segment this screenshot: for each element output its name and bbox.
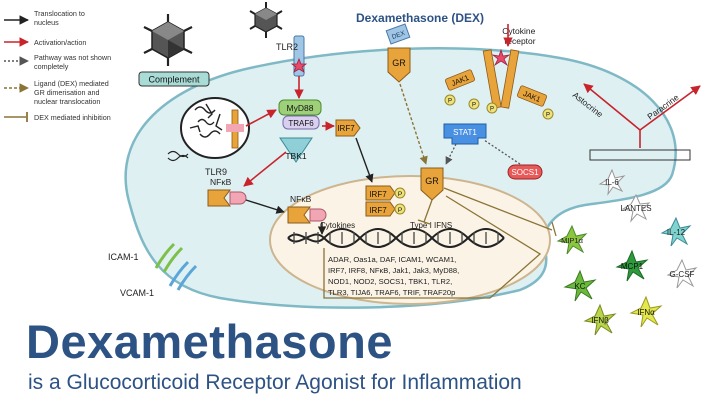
cytokine-receptor-label: Cytokine receptor — [502, 26, 537, 46]
cytokines-label: Cytokines — [320, 221, 355, 230]
myd88-label: MyD88 — [287, 103, 314, 113]
irf7-cytoplasm — [335, 119, 361, 137]
tlr9-label: TLR9 — [205, 167, 227, 177]
svg-text:P: P — [490, 107, 494, 113]
svg-text:DEX: DEX — [391, 30, 407, 41]
legend-item-1: Translocation to nucleus — [34, 9, 87, 27]
irf7-nuc-label-2: IRF7 — [369, 206, 387, 215]
incomplete-pathway-arrows — [445, 139, 521, 165]
page-title: Dexamethasone — [26, 315, 393, 368]
nfkb-nucleus — [287, 206, 327, 224]
tlr9-domain — [226, 124, 244, 132]
phospho-group-jak: P P P P — [444, 94, 554, 120]
cytokine-il12-icon — [660, 216, 692, 247]
nfkb-cyto-label: NFκB — [210, 177, 232, 187]
cytokine-lantes-icon — [621, 193, 651, 223]
cytokine-gcsf-label: G-CSF — [670, 270, 695, 279]
complement-box — [138, 71, 210, 87]
cytokine-ifna-icon — [629, 295, 663, 328]
cytokine-ifnb-icon — [583, 303, 617, 336]
irf7-nuc-label-1: IRF7 — [369, 190, 387, 199]
irf7-cyto-label: IRF7 — [337, 124, 355, 133]
socs1-label: SOCS1 — [511, 168, 539, 177]
vcam1-label: VCAM-1 — [120, 288, 154, 298]
legend: Translocation to nucleus Activation/acti… — [4, 9, 113, 122]
irf7-dimer — [365, 185, 396, 217]
tlr2-label: TLR2 — [276, 42, 298, 52]
legend-item-2: Activation/action — [34, 38, 86, 47]
socs1-box — [507, 164, 543, 180]
traf6-box — [282, 115, 320, 130]
translocation-arrows — [245, 137, 374, 235]
cytokine-ligand-star-icon — [491, 48, 511, 67]
cytokine-il6-icon — [598, 168, 626, 196]
stat1-box — [443, 123, 487, 145]
cytokine-mip1a-icon — [556, 224, 588, 255]
cytokine-gcsf-icon — [666, 258, 698, 289]
gene-list: ADAR, Oas1a, DAF, ICAM1, WCAM1, IRF7, IR… — [328, 255, 461, 297]
svg-text:P: P — [546, 113, 550, 119]
page-subtitle: is a Glucocorticoid Receptor Agonist for… — [28, 371, 522, 394]
legend-inhibit-icon — [4, 112, 28, 122]
activation-star-icon — [290, 57, 308, 73]
traf6-label: TRAF6 — [288, 119, 314, 128]
cytokine-mcp1-icon — [615, 249, 649, 282]
nucleus — [269, 175, 551, 305]
activation-arrows — [243, 24, 701, 187]
ligand-translocation-arrow — [399, 83, 428, 165]
cytokine-mcp1-label: MCP1 — [621, 262, 644, 271]
cytokine-il12-label: IL-12 — [667, 228, 686, 237]
tbk1-label: TBK1 — [285, 151, 307, 161]
phospho-group-irf7: P P — [394, 187, 406, 215]
nfkb-nuc-label: NFκB — [290, 194, 312, 204]
stat1-label: STAT1 — [453, 128, 477, 137]
svg-text:P: P — [448, 99, 452, 105]
svg-text:P: P — [472, 103, 476, 109]
nfkb-cytoplasm — [207, 189, 247, 207]
svg-text:P: P — [398, 207, 402, 214]
jak1-left: JAK1 — [444, 69, 476, 91]
cytokine-il6-label: IL-6 — [605, 178, 619, 187]
cytokine-receptor — [482, 49, 520, 109]
gr-cyto-label: GR — [392, 58, 406, 68]
cytokine-mip1a-label: MIP1α — [561, 236, 584, 245]
viral-rna-icon — [189, 103, 223, 138]
cytokine-ifna-label: IFNα — [637, 308, 655, 317]
cytokine-kc-label: KC — [574, 282, 585, 291]
gr-nucleus — [420, 167, 444, 201]
inhibition-bracket — [589, 149, 691, 161]
myd88-box — [278, 99, 322, 116]
dex-title: Dexamethasone (DEX) — [356, 11, 484, 25]
legend-item-5: DEX mediated inhibition — [34, 113, 111, 122]
cytokine-kc-icon — [563, 269, 597, 302]
legend-item-4: Ligand (DEX) mediated GR dimerisation an… — [34, 79, 111, 106]
dna-helix-icon — [287, 228, 505, 248]
icam1-label: ICAM-1 — [108, 252, 139, 262]
dex-ligand-icon: DEX — [385, 23, 411, 45]
legend-item-3: Pathway was not shown completely — [34, 53, 113, 71]
icam1-molecule-icon — [154, 242, 184, 273]
inhibition-lines — [323, 187, 557, 299]
cytokine-ifnb-label: IFNβ — [591, 316, 609, 325]
gr-cytoplasm — [387, 47, 411, 83]
vcam1-molecule-icon — [168, 260, 198, 291]
gr-nuc-label: GR — [425, 176, 439, 186]
virus-complement-icon — [143, 14, 193, 66]
tbk1-triangle — [279, 137, 313, 163]
svg-text:P: P — [398, 191, 402, 198]
cytokine-lantes-label: LANTES — [620, 204, 651, 213]
complement-label: Complement — [148, 75, 200, 85]
virus-tlr2-icon — [249, 2, 283, 38]
jak1-right: JAK1 — [516, 85, 548, 107]
type1-ifns-label: Type I IFNS — [410, 221, 452, 230]
dna-fragment-icon — [167, 150, 189, 162]
